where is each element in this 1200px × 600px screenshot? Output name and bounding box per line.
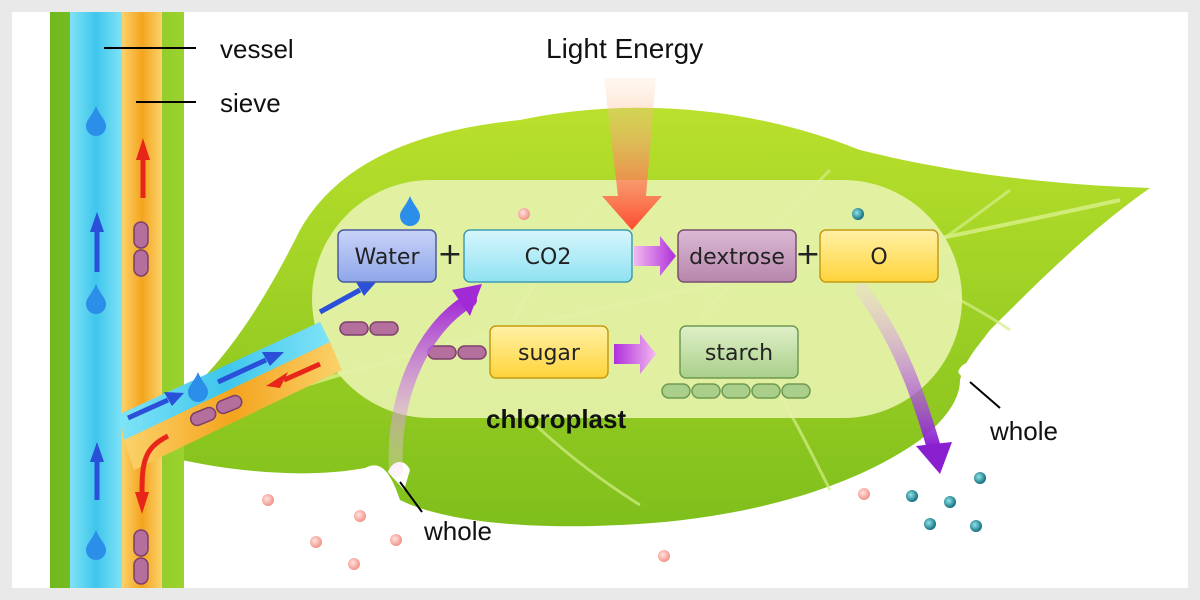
oxygen-release-curve [855, 283, 941, 455]
sugar-flow-arrows [135, 138, 322, 514]
down-arrow-icon [139, 433, 170, 495]
hole-left-leader-line [399, 481, 423, 513]
oxygen-particles [852, 208, 986, 532]
oxygen-box: O [819, 229, 939, 283]
water-drops [86, 106, 420, 560]
starch-box-label: starch [705, 341, 773, 366]
sugar-molecule [369, 321, 399, 336]
right-arrow-icon [216, 357, 268, 385]
hole-right-leader-line [969, 381, 1001, 409]
stomata-notch-right [958, 361, 982, 390]
right-arrow-icon [126, 397, 170, 421]
oxygen-release-arrowhead [916, 442, 952, 474]
sugar-molecule [133, 221, 149, 249]
sieve-label: sieve [220, 88, 281, 118]
plus-sign: + [437, 237, 462, 272]
starch-box: starch [679, 325, 799, 379]
co2-box-label: CO2 [525, 245, 572, 270]
left-arrow-icon [282, 361, 322, 383]
co2-particles [262, 208, 870, 570]
dextrose-box-label: dextrose [689, 245, 785, 270]
sugar-box-label: sugar [518, 341, 581, 366]
co2-box: CO2 [463, 229, 633, 283]
water-drop-icon [188, 372, 208, 402]
sugar-molecule [133, 529, 149, 557]
chloroplast-label: chloroplast [486, 404, 626, 434]
sugar-box: sugar [489, 325, 609, 379]
hole-right-label: whole [989, 416, 1058, 446]
water-drop-icon [86, 530, 106, 560]
sugar-molecule [427, 345, 457, 360]
sugar-molecule [133, 557, 149, 585]
sugar-molecule [457, 345, 487, 360]
sugar-molecule [215, 394, 243, 415]
starch-to-sugar-arrow-icon [614, 334, 656, 374]
water-drop-icon [400, 196, 420, 226]
right-arrow-icon [318, 287, 362, 315]
sugar-molecule [133, 249, 149, 277]
water-flow-arrows [90, 212, 378, 500]
sugar-molecule [339, 321, 369, 336]
oxygen-box-label: O [870, 245, 887, 270]
conversion-arrow-icon [634, 236, 676, 276]
water-drop-icon [86, 284, 106, 314]
hole-left-label: whole [423, 516, 492, 546]
sugar-molecule [189, 406, 217, 427]
co2-intake-arrowhead [452, 284, 482, 316]
light-energy-arrow [602, 78, 662, 230]
vessel-label: vessel [220, 34, 294, 64]
water-box: Water [337, 229, 437, 283]
stem [50, 12, 184, 588]
water-box-label: Water [354, 245, 420, 270]
sugar-molecules [133, 221, 487, 585]
light-energy-label: Light Energy [546, 33, 703, 64]
dextrose-box: dextrose [677, 229, 797, 283]
plus-sign: + [795, 237, 820, 272]
starch-chain [661, 383, 811, 399]
water-drop-icon [86, 106, 106, 136]
co2-intake-curve [388, 293, 477, 477]
